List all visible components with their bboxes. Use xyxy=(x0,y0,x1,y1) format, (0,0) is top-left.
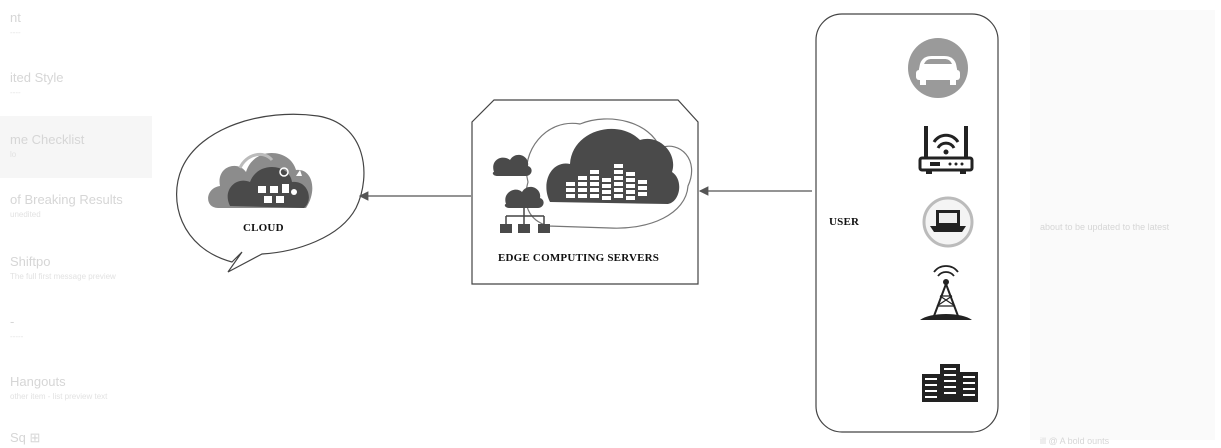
laptop-icon xyxy=(922,196,974,248)
cloud-apps-icon xyxy=(208,152,313,208)
faded-item: about to be updated to the latest xyxy=(1040,222,1170,232)
edge-label: EDGE COMPUTING SERVERS xyxy=(498,252,660,264)
user-panel xyxy=(815,13,999,433)
faded-item: ------ xyxy=(10,314,24,341)
edge-cloud-icon xyxy=(492,118,693,233)
faded-item: Sq ⊞ xyxy=(10,430,41,445)
car-icon xyxy=(908,38,968,98)
faded-panel xyxy=(1030,10,1215,440)
cloud-label: CLOUD xyxy=(243,222,284,234)
router-icon xyxy=(918,126,974,174)
faded-item: nt---- xyxy=(10,10,21,37)
faded-highlight xyxy=(0,116,152,178)
antenna-tower-icon xyxy=(920,265,972,320)
server-rack-icon xyxy=(922,364,978,402)
faded-item: ill @ A bold ounts xyxy=(1040,436,1110,446)
faded-item: ited Style---- xyxy=(10,70,64,97)
user-label: USER xyxy=(829,216,860,228)
